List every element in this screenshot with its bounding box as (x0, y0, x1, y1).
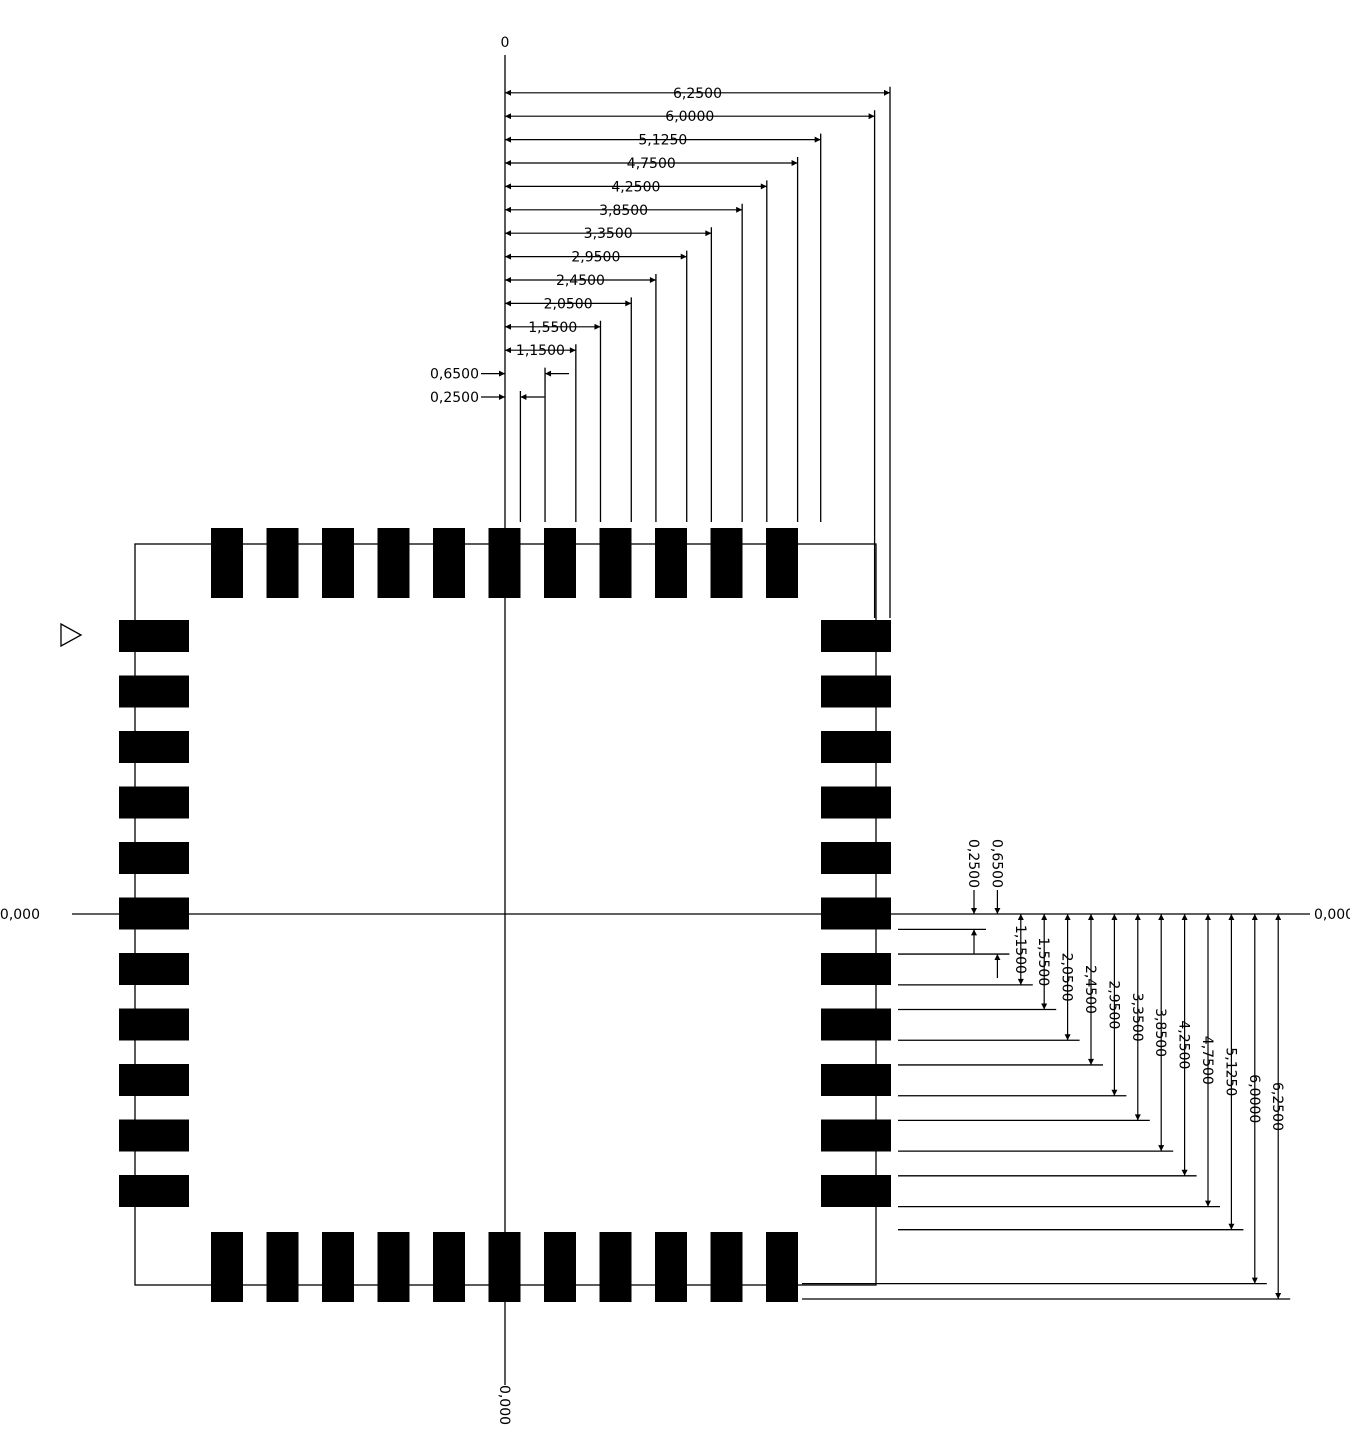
pad-top (322, 528, 354, 598)
pad-right (821, 953, 891, 985)
pad-top (211, 528, 243, 598)
dimension-label: 6,0000 (1246, 1074, 1262, 1123)
pad-left (119, 897, 189, 930)
pad-bottom (766, 1232, 798, 1302)
pad-right (821, 786, 891, 819)
pad-top (710, 528, 743, 598)
dimension-label: 2,0500 (1059, 953, 1075, 1002)
dimension-label: 6,2500 (673, 86, 722, 102)
footprint-body (72, 55, 1310, 1385)
dimension-label: 3,3500 (1129, 993, 1145, 1042)
pad-bottom (266, 1232, 299, 1302)
origin-label-bottom: 0,000 (496, 1385, 512, 1425)
pad-left (119, 675, 189, 708)
pad-right (821, 842, 891, 874)
pad-bottom (211, 1232, 243, 1302)
dimension-label: 2,9500 (1105, 980, 1121, 1029)
pad-left (119, 1175, 189, 1207)
dimension-label: 2,4500 (556, 273, 605, 289)
dimension-label: 5,1250 (638, 133, 687, 149)
dimension-label: 0,6500 (430, 367, 479, 383)
dimension-label: 3,8500 (599, 203, 648, 219)
pad-left (119, 842, 189, 874)
origin-label-right: 0,000 (1314, 907, 1350, 923)
pad-right (821, 897, 891, 930)
pad-top (599, 528, 632, 598)
dimension-label: 1,1500 (516, 343, 565, 359)
pad-bottom (599, 1232, 632, 1302)
pad-left (119, 1119, 189, 1152)
pad-bottom (322, 1232, 354, 1302)
pad-left (119, 620, 189, 652)
pad-top (766, 528, 798, 598)
dimension-label: 1,5500 (528, 320, 577, 336)
dimension-label: 4,7500 (627, 156, 676, 172)
pad-top (266, 528, 299, 598)
pad-left (119, 953, 189, 985)
dimension-label: 3,3500 (584, 226, 633, 242)
pad-bottom (544, 1232, 576, 1302)
pad-right (821, 1119, 891, 1152)
pad-right (821, 731, 891, 763)
pads-group (119, 528, 891, 1302)
dimension-label: 0,2500 (965, 839, 981, 888)
dimension-label: 1,5500 (1035, 937, 1051, 986)
pad-left (119, 731, 189, 763)
dimension-label: 6,0000 (665, 109, 714, 125)
triangle-icon (60, 622, 83, 648)
dimension-label: 4,2500 (611, 179, 660, 195)
pad-bottom (655, 1232, 687, 1302)
pad-right (821, 1008, 891, 1041)
pad-left (119, 786, 189, 819)
origin-label-left: 0,000 (0, 907, 40, 923)
horizontal-dimensions: 0,2500 0,6500 1,1500 1,5500 2,0500 2,4500 2,95… (430, 84, 891, 618)
pad-top (488, 528, 521, 598)
pad-top (655, 528, 687, 598)
dimension-label: 2,4500 (1082, 965, 1098, 1014)
dimension-label: 0,2500 (430, 390, 479, 406)
pad-right (821, 1064, 891, 1096)
pad-bottom (377, 1232, 410, 1302)
pad-top (433, 528, 465, 598)
dimension-label: 5,1250 (1222, 1047, 1238, 1096)
pad-left (119, 1008, 189, 1041)
pad-top (377, 528, 410, 598)
pad-right (821, 675, 891, 708)
origin-label-top: 0 (501, 35, 510, 51)
pad-right (821, 1175, 891, 1207)
dimension-label: 4,2500 (1176, 1020, 1192, 1069)
dimension-label: 1,1500 (1012, 925, 1028, 974)
pad-bottom (710, 1232, 743, 1302)
pad-top (544, 528, 576, 598)
dimension-label: 2,0500 (544, 296, 593, 312)
vertical-dimensions: 0,2500 0,6500 1,1500 1,5500 2,0500 2,4500 2,95… (802, 839, 1291, 1300)
dimension-label: 2,9500 (571, 250, 620, 266)
dimension-label: 6,2500 (1269, 1082, 1285, 1131)
pad-left (119, 1064, 189, 1096)
pad-right (821, 620, 891, 652)
dimension-label: 0,6500 (988, 839, 1004, 888)
pad-bottom (488, 1232, 521, 1302)
pad-bottom (433, 1232, 465, 1302)
dimension-label: 3,8500 (1152, 1008, 1168, 1057)
dimension-label: 4,7500 (1199, 1036, 1215, 1085)
